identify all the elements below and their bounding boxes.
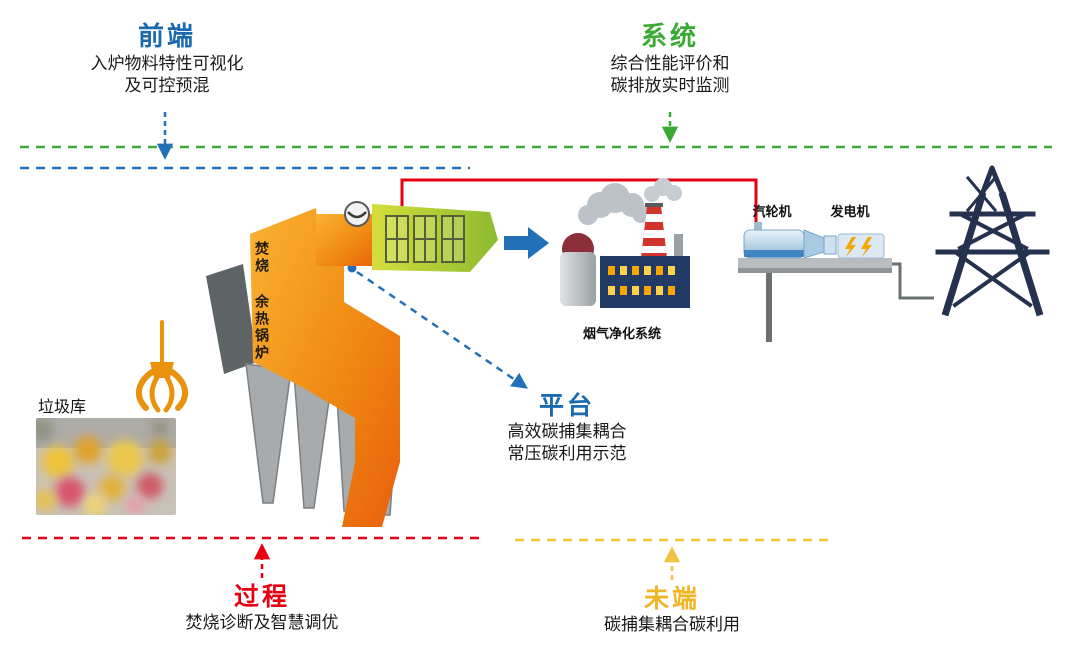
front-desc-line1: 入炉物料特性可视化 [90,54,244,74]
flow-arrow-icon [504,227,549,259]
flue-gas-system-label: 烟气净化系统 [582,327,661,342]
platform-desc-line2: 常压碳利用示范 [507,443,627,464]
system-desc-line1: 综合性能评价和 [610,54,730,74]
platform-section-title: 平台 [538,391,595,420]
front-desc-line2: 及可控预混 [124,75,210,96]
terminal-section-title: 未端 [643,584,700,613]
building-windows [608,266,675,295]
smoke-icon [578,178,682,225]
feed-chute-icon [206,264,257,374]
front-section-title: 前端 [137,22,196,52]
platform-desc-line1: 高效碳捕集耦合 [507,422,627,442]
waste-grab-crane-icon [135,320,189,413]
chimney-icon [641,203,667,258]
flue-gas-plant-icon [560,178,690,308]
incinerator-label: 焚烧 余热锅炉 [253,241,269,362]
steam-turbine-icon [738,222,892,342]
waste-pit-photo [36,418,176,515]
system-section-title: 系统 [640,22,699,52]
system-desc-line2: 碳排放实时监测 [610,75,730,96]
steam-pipe-line [400,178,758,228]
generator-label: 发电机 [830,205,870,220]
generator-icon [837,233,934,300]
incinerator-boiler-icon [206,201,400,527]
section-boundary-lines [20,145,1052,542]
lightning-icon [845,237,856,257]
power-wire-line [892,262,934,300]
heat-exchanger-icon [372,204,498,272]
transmission-tower-icon [935,165,1050,317]
waste-pit-label: 垃圾库 [38,397,87,416]
lightning-icon [861,237,872,257]
platform-section-desc: 高效碳捕集耦合 常压碳利用示范 [447,422,687,466]
process-section-desc: 焚烧诊断及智慧调优 [185,613,339,633]
damper-gauge-icon [344,201,370,227]
terminal-section-desc: 碳捕集耦合碳利用 [604,615,740,635]
system-section-desc: 综合性能评价和 碳排放实时监测 [550,54,790,98]
steam-turbine-label: 汽轮机 [752,205,792,220]
front-section-desc: 入炉物料特性可视化 及可控预混 [47,54,287,98]
process-section-title: 过程 [233,582,290,611]
